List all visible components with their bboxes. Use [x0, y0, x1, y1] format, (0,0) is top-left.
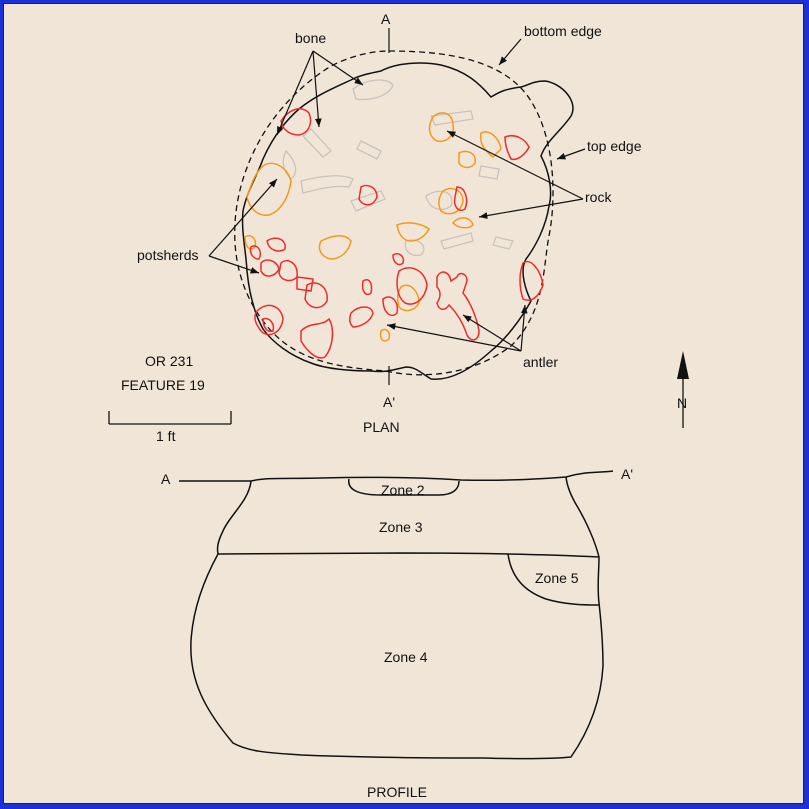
bone-fragment	[350, 190, 386, 212]
rock-fragment	[479, 131, 502, 158]
potsherd-fragment	[296, 276, 314, 292]
rock-fragment	[379, 328, 391, 342]
potsherd-fragment	[396, 267, 428, 305]
potsherd-fragment	[254, 304, 284, 336]
zone-2-label: Zone 2	[381, 482, 425, 498]
antler-label: antler	[523, 354, 558, 370]
potsherds-label: potsherds	[137, 247, 198, 263]
section-label-a: A	[381, 11, 391, 27]
bone-fragment	[404, 239, 425, 257]
rock-fragment	[396, 284, 420, 312]
bottom-edge-label: bottom edge	[524, 23, 602, 39]
potsherd-fragment	[358, 184, 378, 206]
site-label: OR 231	[145, 353, 193, 369]
zone-4-label: Zone 4	[384, 649, 428, 665]
bone-fragment	[440, 232, 474, 250]
potsherd-fragment	[266, 237, 286, 252]
rock-fragment	[244, 235, 257, 250]
rock-fragment	[318, 235, 352, 260]
potsherd-fragment	[504, 135, 530, 161]
rock-leader-2	[478, 198, 584, 219]
section-label-a-prime: A'	[383, 394, 395, 410]
potsherd-fragment	[519, 260, 544, 301]
north-arrow-head	[677, 351, 689, 379]
bottom-edge-outline	[234, 50, 554, 376]
bone-fragment	[300, 175, 354, 194]
rock-leader-1	[446, 130, 584, 200]
rock-fragment	[396, 222, 430, 242]
scale-bar: 1 ft	[108, 411, 232, 444]
bone-fragment	[430, 110, 474, 126]
bone-fragment	[302, 128, 332, 158]
rock-fragment	[246, 162, 292, 216]
scale-bar-label: 1 ft	[156, 428, 176, 444]
potsherd-fragment	[453, 186, 468, 211]
bone-fragment	[492, 236, 514, 250]
ground-surface-line	[179, 470, 614, 482]
potsherd-fragment	[262, 317, 275, 333]
potsherd-fragment	[304, 282, 328, 309]
bone-fragment	[282, 149, 297, 180]
plan-view: A A' bone bottom edge top edge rock pots…	[108, 11, 689, 444]
bone-fragment	[356, 140, 382, 160]
potsherd-fragments	[249, 108, 544, 359]
potsherd-fragment	[361, 279, 373, 296]
potsherds-leader-1	[208, 178, 278, 257]
antler-fragment	[436, 271, 480, 341]
diagram-frame: A A' bone bottom edge top edge rock pots…	[3, 3, 804, 804]
bone-leader-3	[276, 50, 314, 136]
profile-label-a-prime: A'	[621, 466, 633, 482]
profile-label-a: A	[161, 471, 171, 487]
antler-leader-3	[520, 304, 528, 352]
bone-fragment	[478, 165, 500, 180]
potsherd-fragment	[392, 252, 405, 266]
profile-title: PROFILE	[367, 784, 427, 800]
feature-diagram: A A' bone bottom edge top edge rock pots…	[108, 11, 689, 800]
bone-label: bone	[295, 30, 326, 46]
rock-fragment	[452, 217, 474, 229]
profile-view: A A' Zone 2 Zone 3 Zone 5 Zone 4 PROFILE	[161, 466, 633, 800]
rock-fragment	[428, 112, 455, 143]
rock-label: rock	[585, 189, 612, 205]
top-edge-leader	[556, 148, 586, 160]
rock-fragments	[244, 112, 502, 342]
potsherd-fragment	[348, 306, 374, 328]
potsherd-fragment	[260, 259, 280, 277]
bone-leader-1	[312, 50, 364, 86]
potsherd-fragment	[278, 259, 298, 282]
bone-leader-2	[312, 50, 322, 128]
antler-leader-1	[386, 323, 522, 352]
top-edge-label: top edge	[587, 138, 642, 154]
plan-title: PLAN	[363, 419, 400, 435]
north-label: N	[677, 395, 687, 411]
zone-3-label: Zone 3	[379, 519, 423, 535]
zone-3-4-boundary	[217, 552, 600, 558]
pit-outline	[190, 476, 604, 760]
potsherd-fragment	[280, 108, 312, 136]
potsherd-fragment	[300, 317, 334, 359]
bone-fragment	[352, 79, 394, 101]
zone-5-lens	[507, 553, 600, 606]
antler-leader-2	[462, 314, 522, 352]
rock-fragment	[458, 150, 476, 169]
leader-lines	[208, 38, 586, 352]
zone-5-label: Zone 5	[535, 570, 579, 586]
bottom-edge-leader	[498, 38, 522, 66]
potsherd-fragment	[249, 245, 262, 260]
north-arrow: N	[677, 351, 689, 428]
feature-label: FEATURE 19	[121, 377, 205, 393]
bone-fragment	[425, 190, 453, 210]
zone-2-lens	[348, 478, 460, 496]
potsherd-fragment	[382, 296, 399, 317]
potsherds-leader-2	[208, 255, 260, 274]
